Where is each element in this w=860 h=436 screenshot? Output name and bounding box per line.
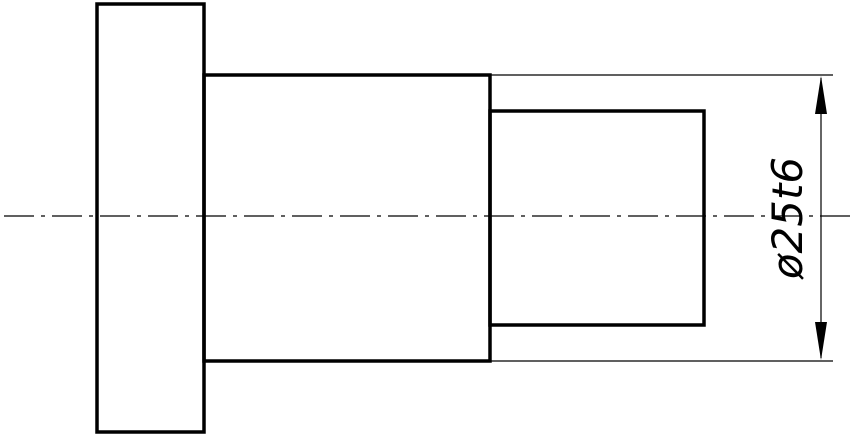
shaft-end-step [488, 109, 706, 327]
dimension-label: ø25t6 [763, 157, 812, 280]
dimension-arrow-bottom [815, 322, 827, 360]
shaft-body [202, 73, 492, 363]
flange [95, 2, 206, 434]
dimension-arrow-top [815, 76, 827, 114]
